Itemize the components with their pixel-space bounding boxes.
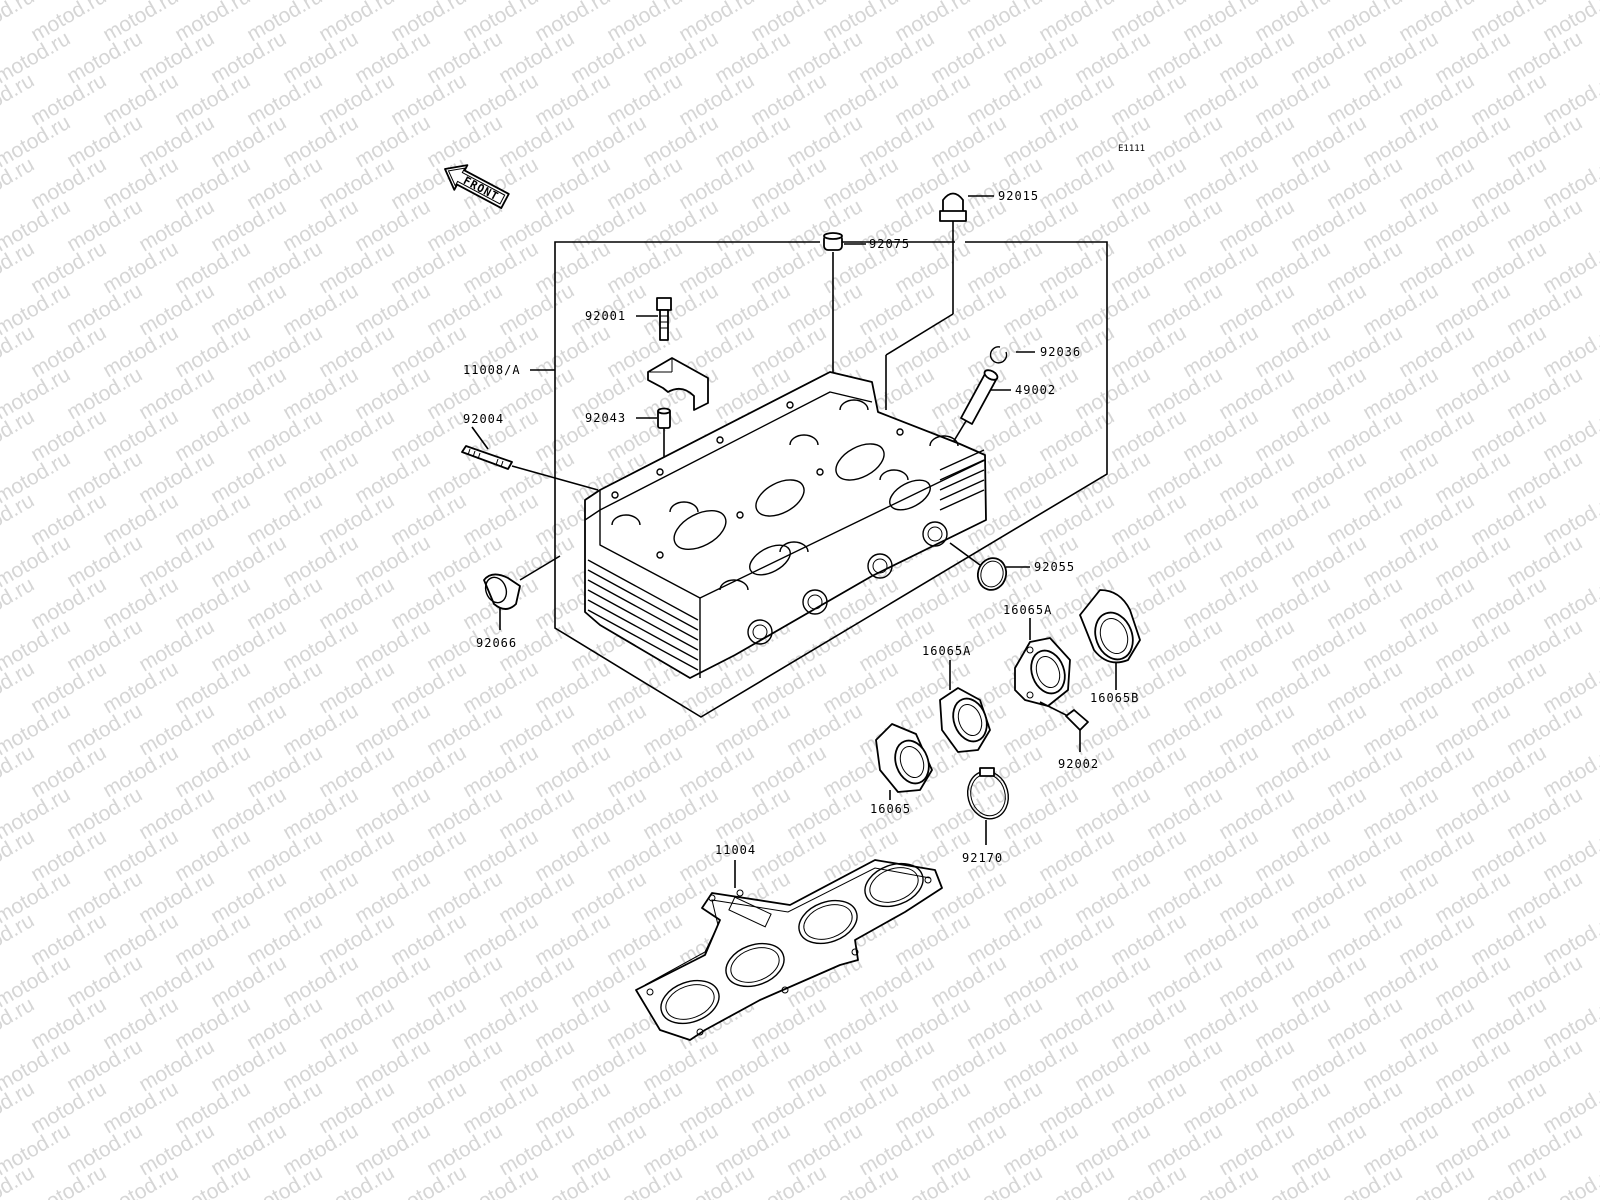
label-92055: 92055 [1034,560,1075,574]
label-92170: 92170 [962,851,1003,865]
diagram-code: E1111 [1118,144,1145,154]
label-92075: 92075 [869,237,910,251]
label-92001: 92001 [585,309,626,323]
label-92015: 92015 [998,189,1039,203]
label-92002: 92002 [1058,757,1099,771]
label-16065A-left: 16065A [922,644,971,658]
label-92043: 92043 [585,411,626,425]
label-16065: 16065 [870,802,911,816]
label-16065B: 16065B [1090,691,1139,705]
label-11004: 11004 [715,843,756,857]
label-49002: 49002 [1015,383,1056,397]
label-92066: 92066 [476,636,517,650]
label-92036: 92036 [1040,345,1081,359]
label-92004: 92004 [463,412,504,426]
label-16065A-right: 16065A [1003,603,1052,617]
label-11008A: 11008/A [463,363,521,377]
